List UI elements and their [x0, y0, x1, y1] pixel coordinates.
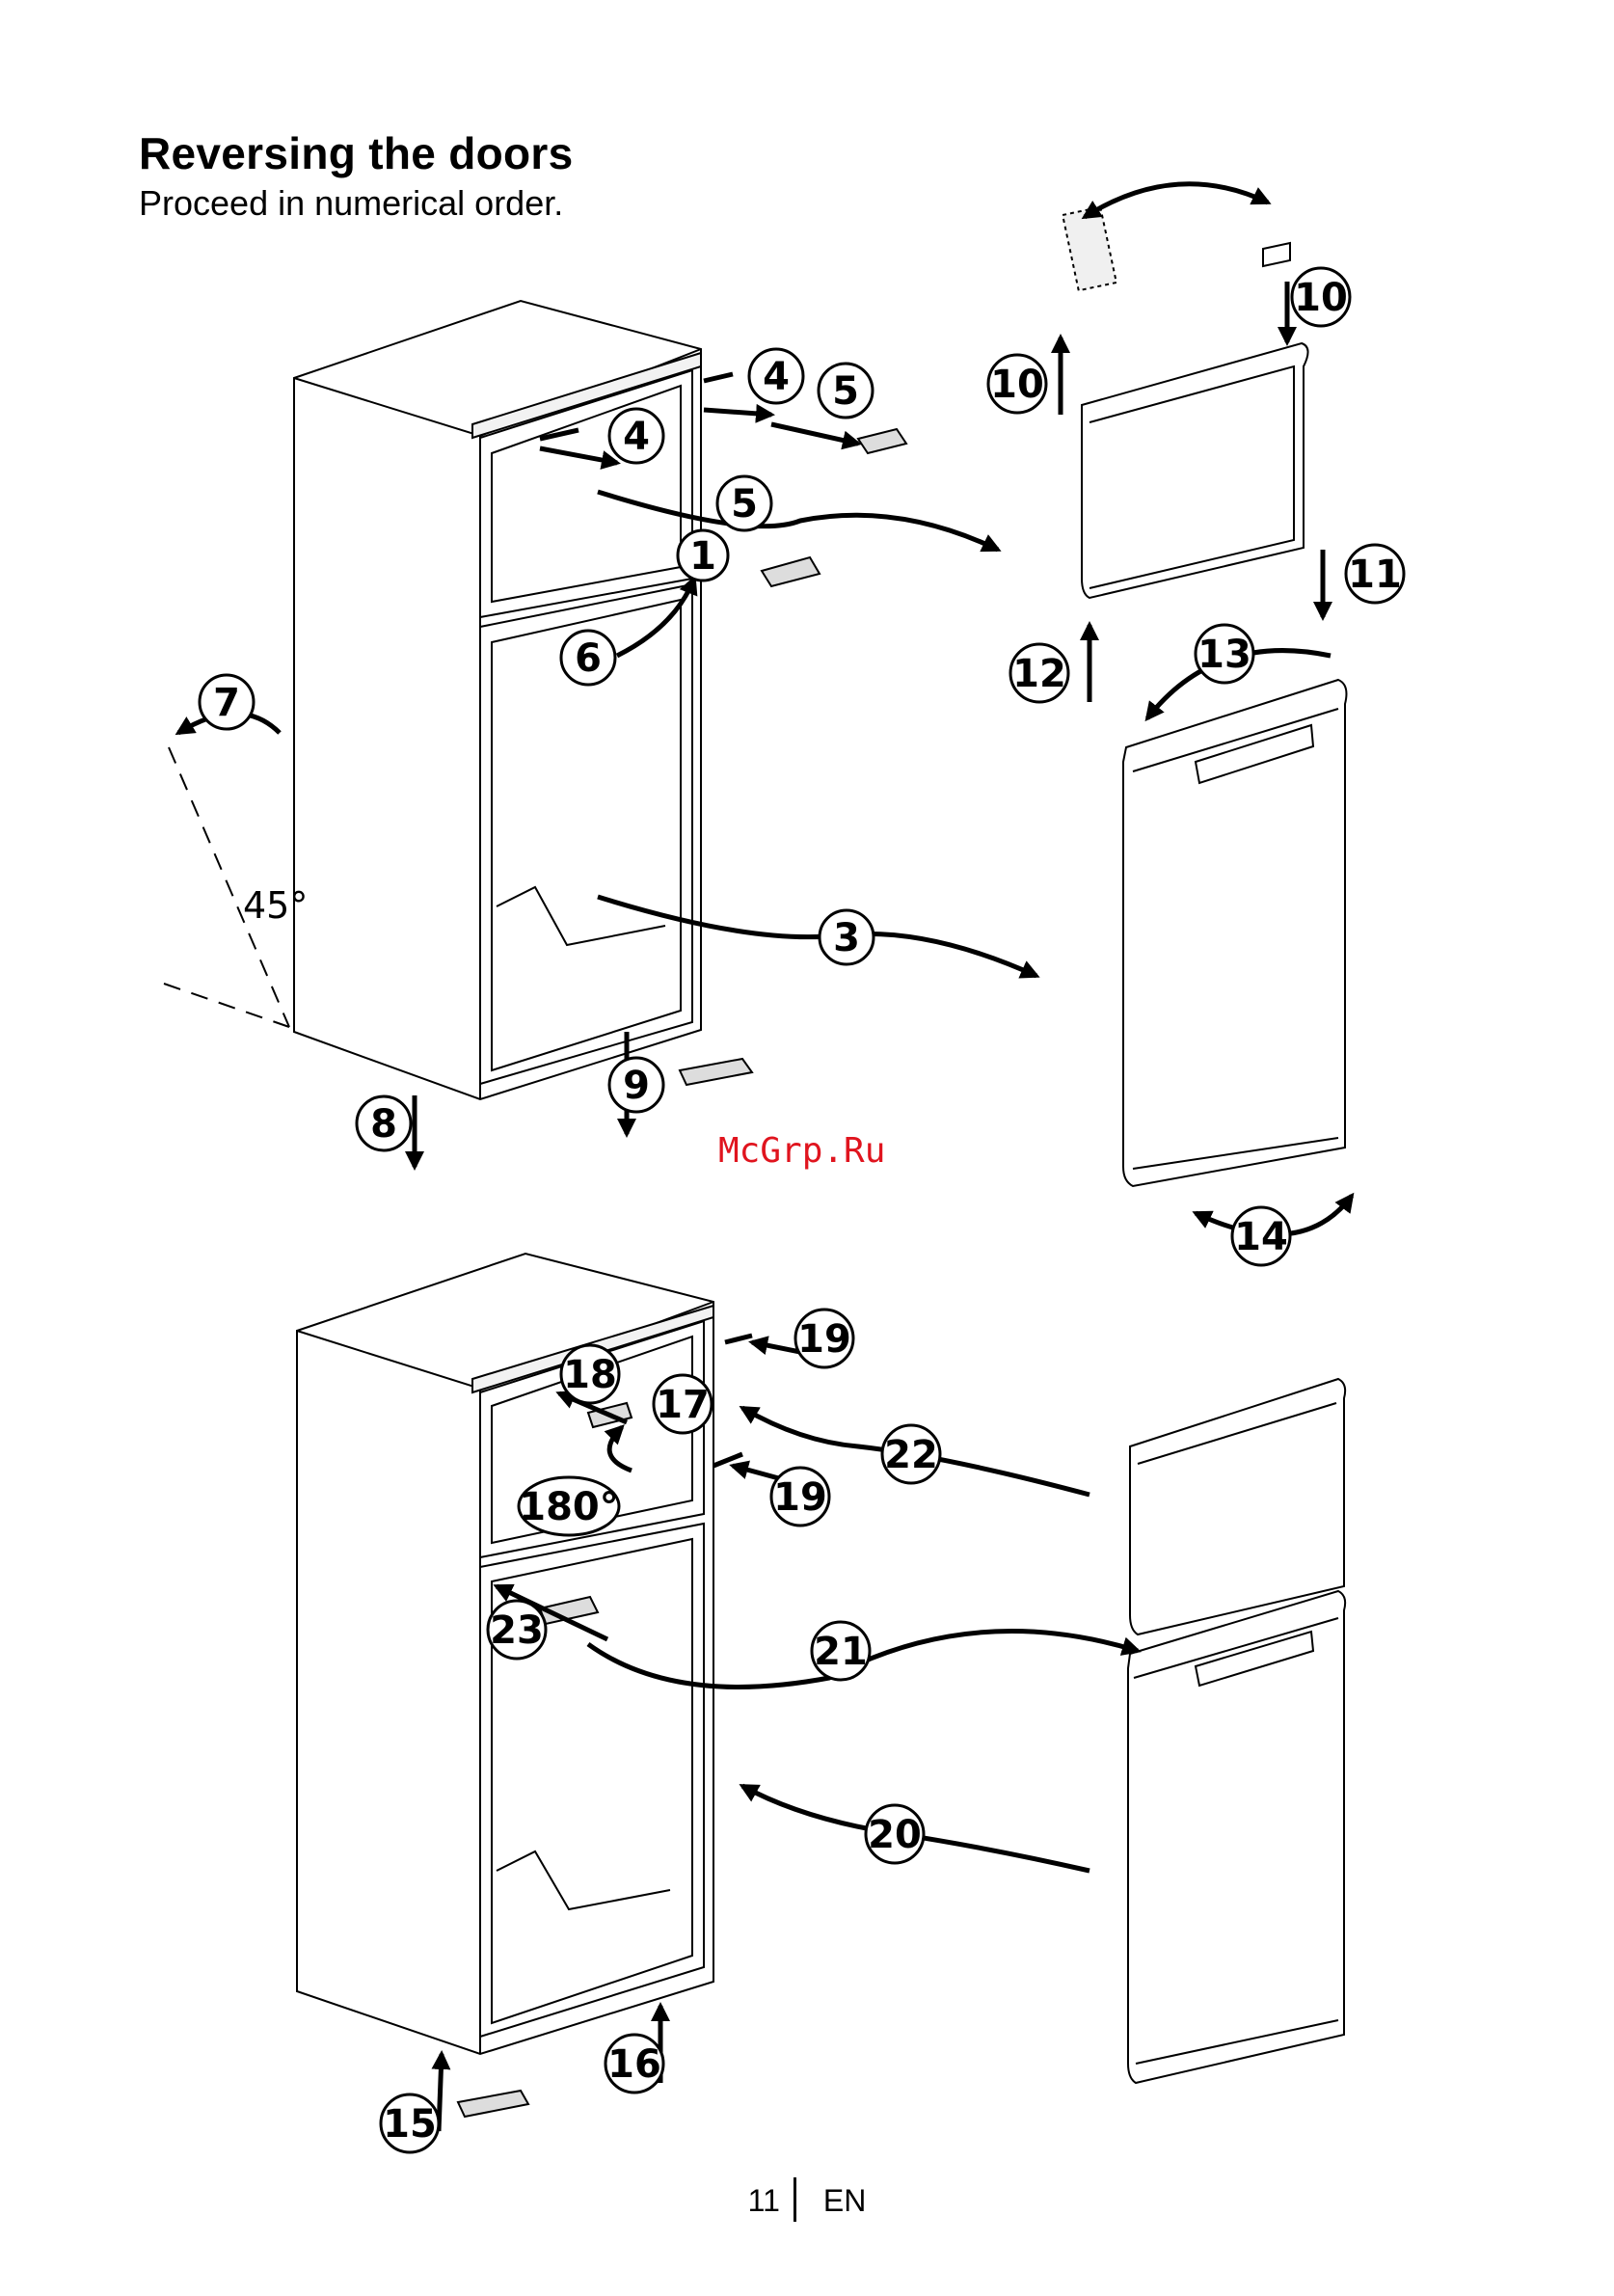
svg-text:7: 7	[213, 681, 240, 725]
step-badge-9: 9	[609, 1058, 663, 1112]
watermark: McGrp.Ru	[718, 1131, 885, 1171]
svg-text:19: 19	[773, 1475, 827, 1520]
svg-text:6: 6	[575, 636, 602, 681]
svg-text:19: 19	[797, 1317, 851, 1362]
svg-text:21: 21	[814, 1630, 868, 1674]
svg-text:1: 1	[689, 534, 716, 579]
fridge-door-bottom	[1128, 1591, 1345, 2083]
svg-text:14: 14	[1234, 1215, 1288, 1259]
svg-text:5: 5	[731, 482, 758, 527]
step-badge-3: 3	[820, 910, 874, 964]
step-badge-10a: 10	[1292, 268, 1350, 326]
svg-text:10: 10	[990, 363, 1044, 407]
step-badge-5a: 5	[819, 364, 873, 418]
step-badge-23: 23	[488, 1601, 546, 1659]
step-badge-11: 11	[1346, 545, 1404, 603]
svg-text:4: 4	[763, 355, 790, 399]
svg-text:15: 15	[383, 2102, 437, 2147]
step-badge-10b: 10	[988, 355, 1046, 413]
step-badge-4b: 4	[609, 409, 663, 463]
step-badge-20: 20	[866, 1805, 924, 1863]
svg-text:5: 5	[832, 369, 859, 414]
svg-text:12: 12	[1012, 652, 1066, 696]
step-badge-19a: 19	[795, 1310, 853, 1367]
svg-text:11: 11	[1348, 553, 1402, 597]
svg-text:10: 10	[1294, 276, 1348, 320]
floor-guide-line	[164, 984, 289, 1027]
svg-text:17: 17	[656, 1383, 710, 1427]
page-number: 11	[748, 2183, 794, 2219]
step-badge-18: 18	[561, 1345, 619, 1403]
svg-text:23: 23	[490, 1608, 544, 1653]
svg-text:3: 3	[833, 916, 860, 960]
svg-text:8: 8	[370, 1102, 397, 1147]
step-badge-1: 1	[678, 530, 728, 581]
tilt-angle-label: 45°	[243, 884, 308, 927]
fridge-door-top	[1123, 680, 1346, 1186]
step-badge-8: 8	[357, 1096, 411, 1150]
step-badge-7: 7	[200, 675, 254, 729]
language-code: EN	[796, 2183, 866, 2219]
freezer-door-top	[1063, 207, 1307, 598]
svg-text:4: 4	[623, 415, 650, 459]
svg-text:16: 16	[607, 2042, 661, 2087]
step-badge-13: 13	[1196, 625, 1253, 683]
step-badge-14: 14	[1232, 1207, 1290, 1265]
svg-text:20: 20	[868, 1813, 922, 1857]
svg-text:9: 9	[623, 1064, 650, 1108]
step-badge-16: 16	[605, 2035, 663, 2093]
step-badge-4a: 4	[749, 349, 803, 403]
step-badge-12: 12	[1010, 644, 1068, 702]
step-badge-21: 21	[812, 1622, 870, 1680]
step-badge-19b: 19	[771, 1468, 829, 1526]
step-badge-17: 17	[654, 1375, 712, 1433]
step-badge-22: 22	[882, 1425, 940, 1483]
step-badge-5b: 5	[717, 476, 771, 530]
svg-text:22: 22	[884, 1433, 938, 1477]
step-badge-6: 6	[561, 631, 615, 685]
step-badge-15: 15	[381, 2094, 439, 2152]
svg-text:18: 18	[563, 1353, 617, 1397]
freezer-door-bottom	[1130, 1379, 1345, 1634]
svg-text:13: 13	[1197, 633, 1251, 677]
rotate-angle-label: 180°	[519, 1485, 619, 1529]
